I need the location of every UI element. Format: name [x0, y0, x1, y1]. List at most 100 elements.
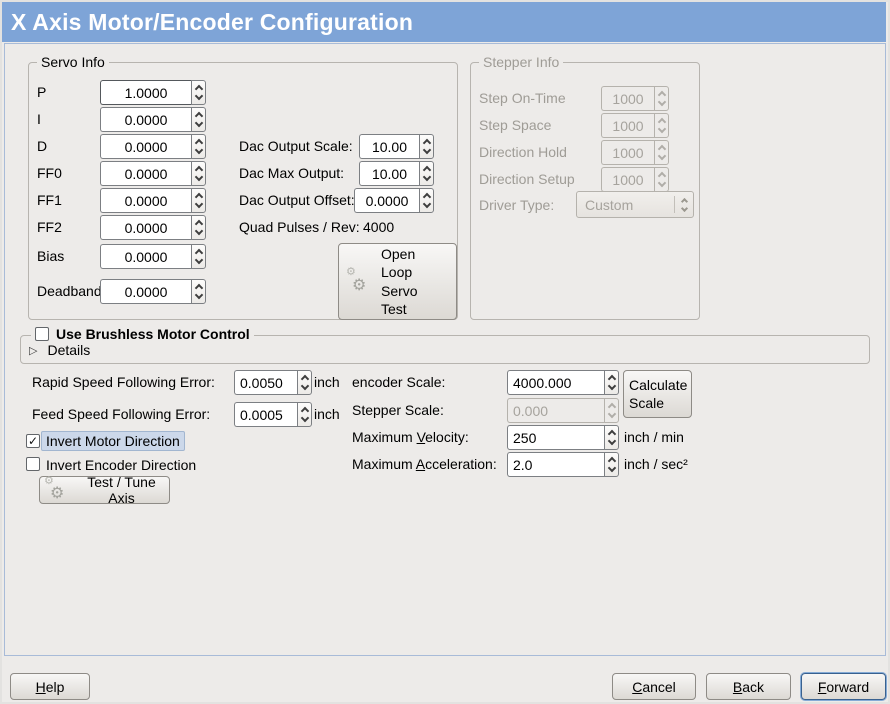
- calculate-scale-button[interactable]: Calculate Scale: [623, 370, 692, 418]
- dac-offset-spin-buttons[interactable]: [419, 188, 434, 213]
- dac-max-output-label: Dac Max Output:: [239, 165, 345, 181]
- gears-icon: ⚙⚙: [44, 475, 65, 502]
- details-label: Details: [47, 342, 91, 358]
- dac-output-scale-spinbox: [359, 134, 434, 159]
- stepper-scale-spin-buttons: [604, 398, 619, 423]
- spin-down-icon[interactable]: [422, 146, 431, 155]
- page-header: X Axis Motor/Encoder Configuration: [2, 2, 886, 42]
- feed-following-error-input[interactable]: [234, 402, 297, 427]
- d-input[interactable]: [100, 134, 191, 159]
- spin-down-icon[interactable]: [607, 382, 616, 391]
- rapid-following-error-label: Rapid Speed Following Error:: [32, 374, 215, 390]
- acceleration-unit: inch / sec²: [624, 456, 688, 472]
- p-spin-buttons[interactable]: [191, 80, 206, 105]
- back-button[interactable]: Back: [706, 673, 791, 700]
- p-label: P: [37, 84, 47, 100]
- spin-down-icon[interactable]: [607, 437, 616, 446]
- test-tune-axis-label: Test / Tune Axis: [87, 474, 156, 506]
- p-input[interactable]: [100, 80, 191, 105]
- cancel-button[interactable]: Cancel: [612, 673, 696, 700]
- direction-hold-label: Direction Hold: [479, 144, 567, 160]
- quad-pulses-value: 4000: [363, 219, 395, 235]
- ff1-spin-buttons[interactable]: [191, 188, 206, 213]
- i-spin-buttons[interactable]: [191, 107, 206, 132]
- spin-down-icon[interactable]: [194, 146, 203, 155]
- encoder-scale-input[interactable]: [507, 370, 604, 395]
- encoder-scale-spin-buttons[interactable]: [604, 370, 619, 395]
- dac-scale-spin-buttons[interactable]: [419, 134, 434, 159]
- spin-down-icon: [657, 152, 666, 161]
- stepper-scale-label: Stepper Scale:: [352, 402, 444, 418]
- step-space-spinbox: [601, 113, 669, 138]
- help-button[interactable]: Help: [10, 673, 90, 700]
- velocity-spin-buttons[interactable]: [604, 425, 619, 450]
- calculate-scale-label: Calculate Scale: [629, 376, 688, 411]
- driver-type-label: Driver Type:: [479, 197, 555, 213]
- velocity-unit: inch / min: [624, 429, 684, 445]
- acceleration-spin-buttons[interactable]: [604, 452, 619, 477]
- open-loop-servo-test-button[interactable]: ⚙⚙ Open Loop Servo Test: [338, 243, 457, 320]
- spin-down-icon[interactable]: [607, 464, 616, 473]
- i-spinbox: [100, 107, 206, 132]
- spin-down-icon[interactable]: [194, 92, 203, 101]
- feed-error-unit: inch: [314, 406, 340, 422]
- spin-down-icon[interactable]: [300, 414, 309, 423]
- step-space-spin-buttons: [654, 113, 669, 138]
- dac-output-scale-input[interactable]: [359, 134, 419, 159]
- open-loop-button-label: Open Loop Servo Test: [381, 246, 418, 317]
- ff2-input[interactable]: [100, 215, 191, 240]
- ff0-input[interactable]: [100, 161, 191, 186]
- dac-max-output-input[interactable]: [359, 161, 419, 186]
- spin-down-icon[interactable]: [194, 291, 203, 300]
- dac-max-spin-buttons[interactable]: [419, 161, 434, 186]
- servo-info-legend: Servo Info: [37, 54, 109, 70]
- rapid-following-error-input[interactable]: [234, 370, 297, 395]
- bias-input[interactable]: [100, 244, 191, 269]
- maximum-velocity-input[interactable]: [507, 425, 604, 450]
- spin-down-icon[interactable]: [194, 256, 203, 265]
- details-expander[interactable]: ▷ Details: [29, 342, 90, 358]
- invert-motor-checkbox[interactable]: ✓: [26, 434, 40, 448]
- spin-down-icon[interactable]: [422, 200, 431, 209]
- p-spinbox: [100, 80, 206, 105]
- invert-encoder-label[interactable]: Invert Encoder Direction: [46, 457, 197, 473]
- spin-down-icon[interactable]: [194, 119, 203, 128]
- invert-encoder-checkbox[interactable]: [26, 457, 40, 471]
- spin-down-icon[interactable]: [300, 382, 309, 391]
- rapid-error-spin-buttons[interactable]: [297, 370, 312, 395]
- i-input[interactable]: [100, 107, 191, 132]
- ff2-spinbox: [100, 215, 206, 240]
- bias-spin-buttons[interactable]: [191, 244, 206, 269]
- ff2-spin-buttons[interactable]: [191, 215, 206, 240]
- invert-motor-label[interactable]: Invert Motor Direction: [41, 431, 185, 451]
- test-tune-axis-button[interactable]: ⚙⚙ Test / Tune Axis: [39, 474, 170, 506]
- feed-following-error-spinbox: [234, 402, 312, 427]
- spin-down-icon[interactable]: [194, 200, 203, 209]
- deadband-input[interactable]: [100, 279, 191, 304]
- maximum-acceleration-input[interactable]: [507, 452, 604, 477]
- d-spin-buttons[interactable]: [191, 134, 206, 159]
- direction-hold-spinbox: [601, 140, 669, 165]
- content-area: [4, 43, 886, 656]
- forward-button[interactable]: Forward: [801, 673, 886, 700]
- expander-triangle-icon[interactable]: ▷: [29, 344, 38, 357]
- i-label: I: [37, 111, 41, 127]
- ff0-spin-buttons[interactable]: [191, 161, 206, 186]
- feed-error-spin-buttons[interactable]: [297, 402, 312, 427]
- bias-spinbox: [100, 244, 206, 269]
- ff1-input[interactable]: [100, 188, 191, 213]
- dac-output-offset-input[interactable]: [354, 188, 419, 213]
- deadband-spin-buttons[interactable]: [191, 279, 206, 304]
- driver-type-value: Custom: [585, 196, 634, 213]
- spin-down-icon[interactable]: [194, 227, 203, 236]
- checkmark-icon: ✓: [27, 434, 39, 448]
- spin-down-icon[interactable]: [194, 173, 203, 182]
- help-label: Help: [35, 678, 65, 695]
- direction-hold-spin-buttons: [654, 140, 669, 165]
- page-title: X Axis Motor/Encoder Configuration: [11, 8, 414, 35]
- d-label: D: [37, 138, 48, 154]
- spin-down-icon[interactable]: [422, 173, 431, 182]
- dac-output-scale-label: Dac Output Scale:: [239, 138, 353, 154]
- ff2-label: FF2: [37, 219, 62, 235]
- use-brushless-checkbox[interactable]: [35, 327, 49, 341]
